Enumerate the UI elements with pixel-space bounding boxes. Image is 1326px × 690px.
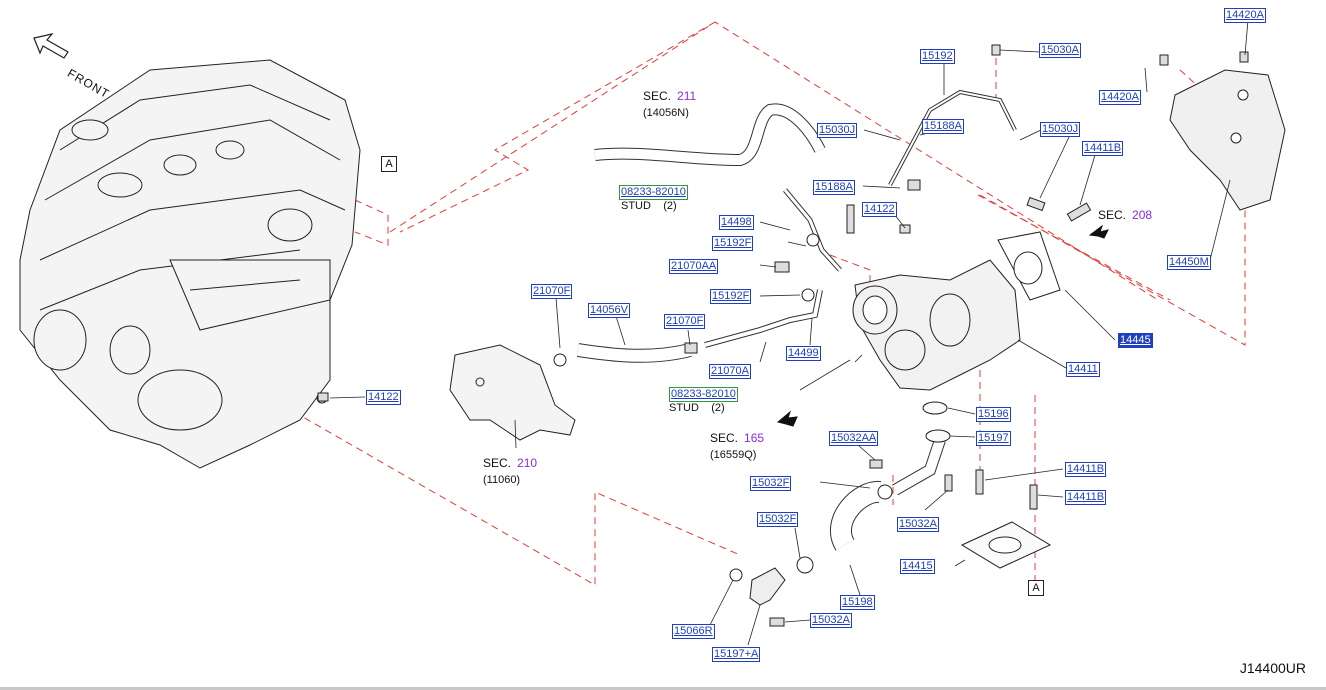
part-link[interactable]: 15032F [757, 512, 799, 527]
part-link[interactable]: 21070A [709, 364, 751, 379]
part-link[interactable]: 15032AA [829, 431, 879, 446]
sec-211-sub: (14056N) [643, 107, 689, 119]
bottom-divider [0, 687, 1326, 690]
part-link[interactable]: 15032A [810, 613, 852, 628]
engine-block [19, 59, 361, 469]
part-link[interactable]: 15030J [1040, 122, 1081, 137]
part-link[interactable]: 15188A [813, 180, 855, 195]
hoses [576, 89, 1017, 551]
sec-165-sub: (16559Q) [710, 449, 757, 461]
sec-number: 208 [1132, 208, 1153, 222]
part-link[interactable]: 14420A [1099, 90, 1141, 105]
stud-qty: (2) [663, 200, 677, 212]
turbocharger [852, 231, 1061, 391]
part-link[interactable]: 15197 [976, 431, 1011, 446]
bolts [317, 44, 1249, 627]
part-link[interactable]: 14122 [366, 390, 401, 405]
part-link-selected[interactable]: 14445 [1118, 333, 1153, 348]
sec-165-ref[interactable]: SEC. 165 [710, 432, 764, 445]
ref-mark: A [381, 156, 397, 172]
part-link[interactable]: 15192 [920, 49, 955, 64]
water-pipe-bracket [749, 567, 786, 606]
part-link[interactable]: 15032F [750, 476, 792, 491]
part-link[interactable]: 15066R [672, 624, 715, 639]
sec-210-ref[interactable]: SEC. 210 [483, 457, 537, 470]
part-link[interactable]: 14415 [900, 559, 935, 574]
part-link[interactable]: 14420A [1224, 8, 1266, 23]
water-outlet-housing [449, 344, 576, 441]
part-link[interactable]: 15192F [710, 289, 752, 304]
part-link[interactable]: 14498 [719, 215, 754, 230]
sec165-arrow-icon [776, 410, 798, 427]
part-link[interactable]: 21070F [531, 284, 573, 299]
sec-208-ref[interactable]: SEC. 208 [1098, 209, 1152, 222]
sec-prefix: SEC. [710, 431, 739, 445]
sec-number: 211 [677, 89, 697, 103]
sec-211-ref[interactable]: SEC. 211 [643, 90, 696, 103]
diagram-id: J14400UR [1239, 660, 1306, 676]
part-link[interactable]: 14056V [588, 303, 630, 318]
sec-210-sub: (11060) [483, 474, 521, 486]
part-link[interactable]: 15188A [922, 119, 964, 134]
stud-part-link[interactable]: 08233-82010 [619, 185, 688, 200]
stud-label: STUD [621, 200, 651, 212]
part-link[interactable]: 15192F [712, 236, 754, 251]
stud-qty: (2) [711, 402, 725, 414]
part-link[interactable]: 14499 [786, 346, 821, 361]
stud-part-link[interactable]: 08233-82010 [669, 387, 738, 402]
ref-mark: A [1028, 580, 1044, 596]
sec-number: 165 [744, 431, 765, 445]
part-link[interactable]: 14411 [1066, 362, 1100, 377]
part-link[interactable]: 14450M [1167, 255, 1211, 270]
sec-prefix: SEC. [483, 456, 512, 470]
stud-label: STUD [669, 402, 699, 414]
part-link[interactable]: 15197+A [712, 647, 761, 662]
sec-prefix: SEC. [1098, 208, 1127, 222]
part-link[interactable]: 14411B [1065, 490, 1107, 505]
heat-shield [1169, 69, 1286, 211]
part-link[interactable]: 14411B [1065, 462, 1107, 477]
part-link[interactable]: 21070F [664, 314, 706, 329]
part-link[interactable]: 15198 [840, 595, 875, 610]
sec-prefix: SEC. [643, 89, 672, 103]
stud-description: STUD (2) [669, 402, 725, 415]
part-link[interactable]: 15196 [976, 407, 1011, 422]
part-link[interactable]: 14411B [1082, 141, 1124, 156]
sec208-arrow-icon [1088, 224, 1109, 239]
part-link[interactable]: 15032A [897, 517, 939, 532]
stud-description: STUD (2) [621, 200, 677, 213]
part-link[interactable]: 15030A [1039, 43, 1081, 58]
part-link[interactable]: 21070AA [669, 259, 719, 274]
gaskets [922, 401, 1052, 569]
front-arrow-icon [33, 33, 69, 59]
sec-number: 210 [517, 456, 538, 470]
part-link[interactable]: 15030J [817, 123, 858, 138]
part-link[interactable]: 14122 [862, 202, 897, 217]
